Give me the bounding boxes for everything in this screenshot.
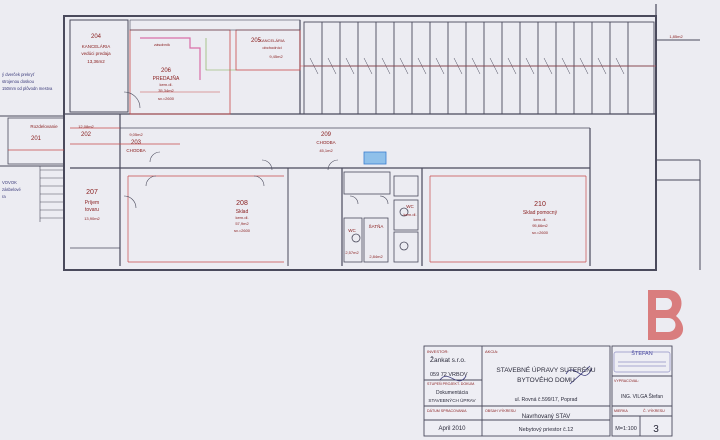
room-207-name: Príjem (85, 200, 99, 206)
room-204-name: KANCELÁRIA (82, 43, 111, 49)
investor-address: 059 72 VRBOV (430, 372, 468, 378)
room-210-sub: kern.dl. (533, 217, 546, 222)
upper-rooms (69, 19, 301, 115)
satna-area: 2,84m2 (369, 254, 383, 259)
investor-name: Žankat s.r.o. (430, 355, 466, 364)
wc-area: 2,57m2 (345, 250, 359, 255)
stage-line-2: STAVEBNÝCH ÚPRAV (428, 397, 476, 403)
room-208-name: Sklad (236, 209, 249, 215)
vypracoval-caption: VYPRACOVAL: (614, 379, 639, 383)
margin-note2-line-3: ra (2, 194, 6, 199)
room-206-sub: kern.dl. (159, 82, 172, 87)
wc-floor: kern.dl. (403, 212, 416, 217)
mierka-value: M=1:100 (615, 426, 637, 432)
room-201-number: 201 (31, 136, 42, 142)
stage-line-1: Dokumentácia (436, 390, 468, 396)
room-203-name: CHODBA (126, 148, 145, 153)
room-204-sub: vedúci predaja (81, 51, 111, 56)
room-209-name: CHODBA (316, 140, 335, 145)
room-209-number: 209 (321, 132, 332, 138)
room-203-number: 203 (131, 140, 142, 146)
red-partitions (8, 127, 587, 263)
margin-note-line-1: ý dverček prekryť (2, 72, 35, 77)
obsah-caption: OBSAH VÝKRESU (485, 409, 516, 413)
room-205-number: 205 (251, 38, 262, 44)
stamp-name: ŠTEFAN (631, 350, 652, 357)
height-210: sv.=2600 (532, 230, 549, 235)
sanitary-block (343, 151, 419, 263)
investor-caption: INVESTOR: (427, 349, 449, 354)
room-207-sub: tovaru (85, 207, 99, 213)
room-201-name: Rozdelovanie (30, 124, 58, 129)
room-208-number: 208 (236, 200, 248, 207)
obsah-line-1: Navrhovaný STAV (522, 414, 570, 420)
stage-caption: STUPEŇ PROJEKT. DOKUM. (427, 382, 475, 386)
room-210-number: 210 (534, 201, 546, 208)
wc-label-1: WC (348, 228, 356, 233)
room-204-number: 204 (91, 34, 102, 40)
akcia-address: ul. Rovná č.599/17, Poprad (515, 397, 578, 403)
satna-label: ŠATŇA (369, 223, 384, 229)
room-labels: 204 KANCELÁRIA vedúci predaja 13,36m2 20… (30, 34, 683, 259)
room-209-area: 45,1m2 (319, 148, 333, 153)
height-208: sv.=2600 (234, 228, 251, 233)
room-206-area: 35,34m2 (158, 88, 174, 93)
mierka-caption: MIERKA (614, 409, 628, 413)
vykres-number: 3 (653, 424, 659, 435)
title-block-frame (423, 345, 673, 437)
wc-label-2: WC (406, 204, 414, 209)
height-206: sv.=2600 (158, 96, 175, 101)
akcia-line-2: BYTOVÉHO DOMU (517, 375, 575, 384)
room-205-sub: obchodníci (262, 45, 281, 50)
vypracoval-name: ING. VILGA Štefan (621, 393, 663, 400)
room-207-number: 207 (86, 189, 98, 196)
stamp-b-icon (648, 290, 684, 340)
margin-notes: ý dverček prekryť strojenou doskou 150mm… (2, 72, 53, 199)
engineer-stamp-icon (613, 351, 671, 373)
door-swings (123, 91, 389, 209)
room-202-area: 12,08m2 (78, 124, 94, 129)
room-208-area: 57,9m2 (235, 221, 249, 226)
room-208-sub: kern.dl. (235, 215, 248, 220)
signature-2 (565, 365, 593, 385)
vykres-caption: Č. VÝKRESU (643, 408, 665, 413)
room-210-area: 95,66m2 (532, 223, 548, 228)
room-205-name: KANCELÁRIA (259, 38, 285, 43)
margin-note-line-2: strojenou doskou (2, 79, 35, 84)
room-203-area: 9,05m2 (129, 132, 143, 137)
room-210-name: Sklad pomocný (523, 210, 558, 216)
margin-note-line-3: 150mm od plôvodn mestva (2, 86, 53, 91)
zasobnik-label: zásobník (154, 42, 170, 47)
room-206-number: 206 (161, 68, 172, 74)
room-206-name: PREDAJŇA (153, 75, 180, 82)
signature (439, 375, 467, 382)
margin-note2-line-1: VOVOK (2, 180, 17, 185)
corner-area: 1,85m2 (669, 34, 683, 39)
date-caption: DÁTUM SPRACOVANIA (427, 409, 467, 413)
title-block-text: INVESTOR: Žankat s.r.o. 059 72 VRBOV STU… (427, 349, 665, 435)
margin-note2-line-2: zásbelové (2, 187, 22, 192)
room-204-area: 13,36m2 (87, 59, 105, 64)
date-value: April 2010 (438, 426, 466, 432)
akcia-line-1: STAVEBNÉ ÚPRAVY SUTERÉNU (496, 365, 596, 374)
room-205-area: 9,45m2 (269, 54, 283, 59)
cellar-cells (300, 21, 656, 115)
akcia-caption: AKCIA: (485, 349, 498, 354)
room-207-area: 13,90m2 (84, 216, 100, 221)
room-202-number: 202 (81, 132, 92, 138)
obsah-line-2: Nebytový priestor č.12 (519, 427, 574, 433)
